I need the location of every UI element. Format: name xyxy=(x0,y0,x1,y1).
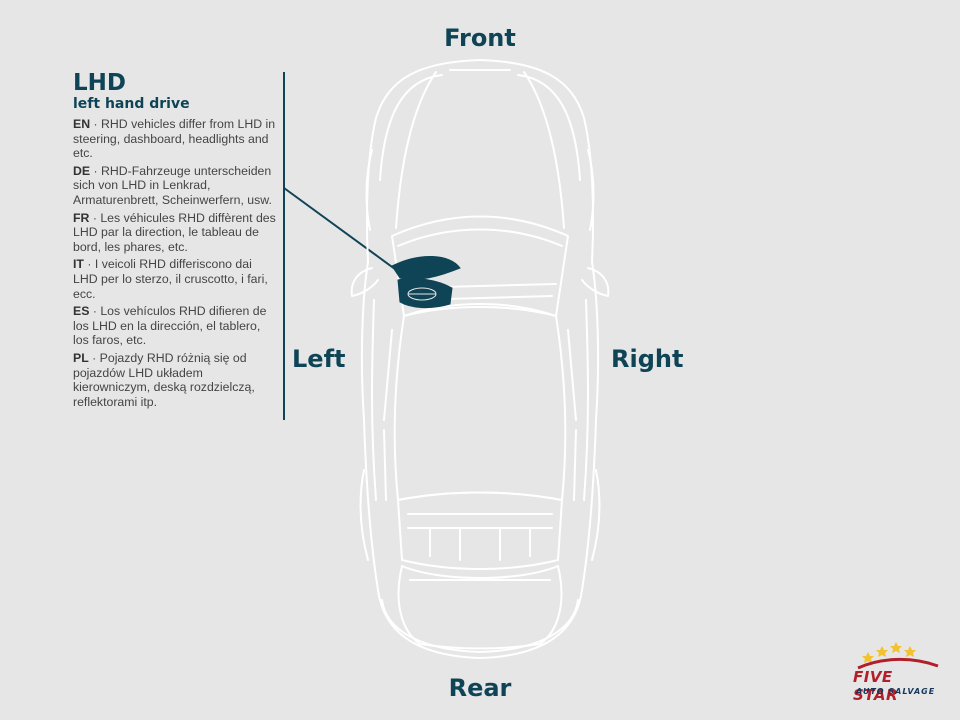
lang-es: ES · Los vehículos RHD difieren de los L… xyxy=(73,304,267,348)
lang-text: I veicoli RHD differiscono dai LHD per l… xyxy=(73,257,268,301)
left-label: Left xyxy=(292,345,346,373)
lang-code: PL xyxy=(73,350,89,365)
lang-it: IT · I veicoli RHD differiscono dai LHD … xyxy=(73,257,268,301)
lang-pl: PL · Pojazdy RHD różnią się od pojazdów … xyxy=(73,350,255,409)
lang-de: DE · RHD-Fahrzeuge unterscheiden sich vo… xyxy=(73,163,272,207)
info-panel: LHD left hand drive EN · RHD vehicles di… xyxy=(73,70,278,412)
driver-area-highlight xyxy=(397,277,453,309)
driver-seat-highlight xyxy=(391,255,461,309)
lang-code: FR xyxy=(73,210,90,225)
lang-code: ES xyxy=(73,304,90,319)
pointer-line xyxy=(283,187,411,281)
lang-en: EN · RHD vehicles differ from LHD in ste… xyxy=(73,117,276,161)
lang-fr: FR · Les véhicules RHD diffèrent des LHD… xyxy=(73,210,276,254)
right-label: Right xyxy=(611,345,684,373)
lang-code: IT xyxy=(73,257,84,272)
five-star-logo: FIVE STAR AUTO SALVAGE xyxy=(850,640,942,704)
info-title: LHD xyxy=(73,70,126,96)
lang-text: RHD vehicles differ from LHD in steering… xyxy=(73,117,276,161)
logo-text-sub: AUTO SALVAGE xyxy=(856,687,936,696)
steering-dash-highlight xyxy=(391,255,461,280)
info-subtitle: left hand drive xyxy=(73,96,190,112)
rear-label: Rear xyxy=(448,674,512,702)
steering-wheel-icon xyxy=(407,287,437,301)
stars-icon xyxy=(857,642,939,670)
lang-text: Les véhicules RHD diffèrent des LHD par … xyxy=(73,210,276,254)
lang-code: EN xyxy=(73,117,91,131)
lang-text: Pojazdy RHD różnią się od pojazdów LHD u… xyxy=(73,350,255,409)
logo-text-main: FIVE STAR xyxy=(853,668,899,704)
lang-code: DE xyxy=(73,163,91,178)
car-outline xyxy=(350,59,610,659)
front-label: Front xyxy=(444,24,516,52)
lang-text: RHD-Fahrzeuge unterscheiden sich von LHD… xyxy=(73,163,272,207)
lang-text: Los vehículos RHD difieren de los LHD en… xyxy=(73,304,267,348)
